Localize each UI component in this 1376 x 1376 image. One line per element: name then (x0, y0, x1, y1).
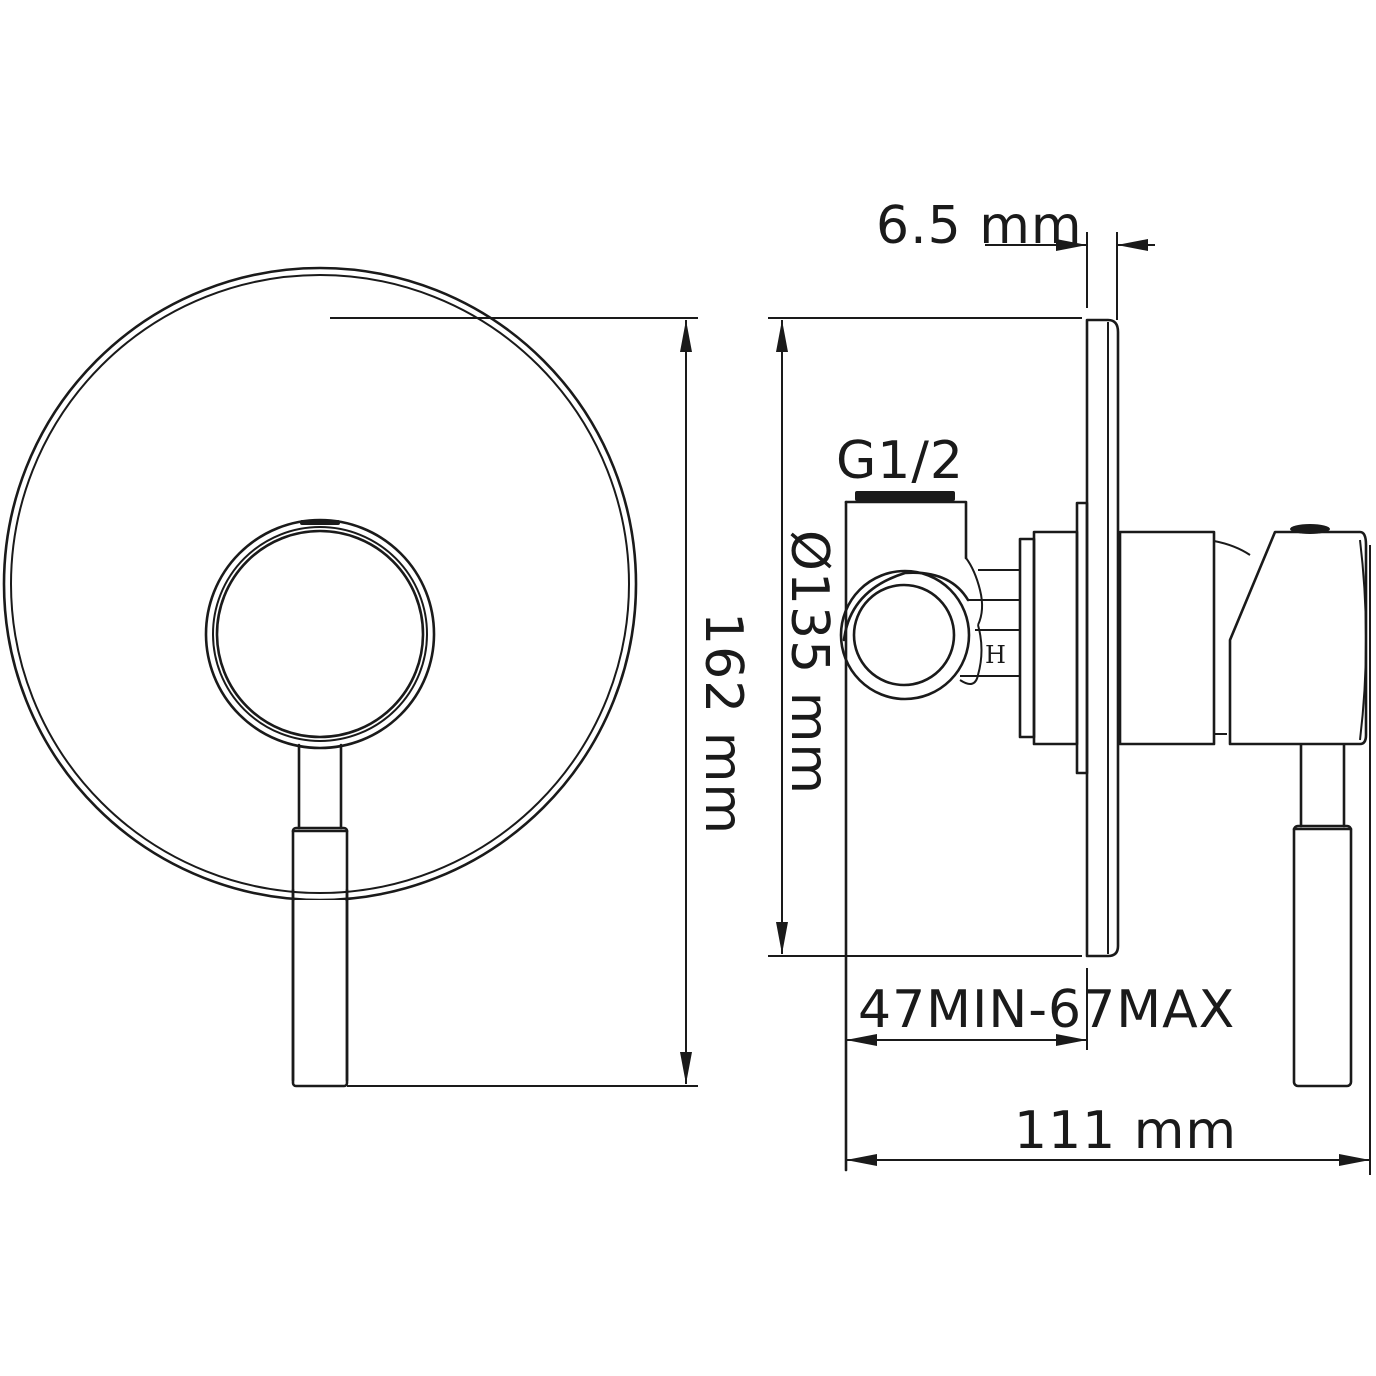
g12-label: G1/2 (836, 431, 964, 491)
mounting-flange-outer (1018, 537, 1036, 739)
hot-marker: H (985, 641, 1006, 669)
arrow-right-icon (1339, 1154, 1370, 1166)
hub-indicator-mark (300, 520, 340, 525)
mounting-flange (1032, 530, 1079, 746)
dim-4767-label: 47MIN-67MAX (858, 980, 1235, 1040)
arrow-down-icon (680, 1052, 692, 1084)
front-view: 162 mm (2, 266, 753, 1088)
side-view: Ø135 mm G1/2 H (768, 196, 1371, 1175)
handle-cap (1118, 530, 1216, 746)
side-lever-grip (1292, 824, 1353, 1088)
escutcheon-plate-side (1085, 318, 1120, 958)
dim-65-label: 6.5 mm (876, 196, 1083, 256)
handle-hub-outer (204, 518, 436, 750)
handle-indicator-button (1290, 524, 1330, 534)
mounting-spacer (1075, 501, 1089, 775)
outlet-connection-ring (842, 571, 970, 642)
arrow-right-icon (1056, 1034, 1087, 1046)
handle-hub-inner (215, 529, 425, 739)
handle-lever-curve (1359, 539, 1367, 741)
arrow-right-icon (1056, 239, 1087, 251)
arrow-left-icon (846, 1154, 877, 1166)
handle-hub-ring (212, 526, 428, 742)
dim-135-label: Ø135 mm (779, 530, 839, 795)
grip-mask (295, 900, 345, 970)
handle-cap-neck (1213, 540, 1251, 735)
valve-body-top (844, 500, 968, 560)
arrow-left-icon (846, 1034, 877, 1046)
handle-lever-body (1228, 530, 1368, 746)
dim-162-label: 162 mm (693, 612, 753, 835)
arrow-up-icon (680, 320, 692, 352)
escutcheon-plate-outer (2, 266, 638, 902)
g12-thread-marking (855, 491, 955, 501)
arrow-left-icon (1117, 239, 1148, 251)
escutcheon-plate-inner (10, 274, 630, 894)
outlet-connection-outer (839, 569, 971, 701)
arrow-down-icon (776, 922, 788, 954)
outlet-connection-inner (852, 583, 956, 687)
arrow-up-icon (776, 320, 788, 352)
outlet-neck (965, 557, 984, 626)
dim-111-label: 111 mm (1014, 1101, 1237, 1161)
